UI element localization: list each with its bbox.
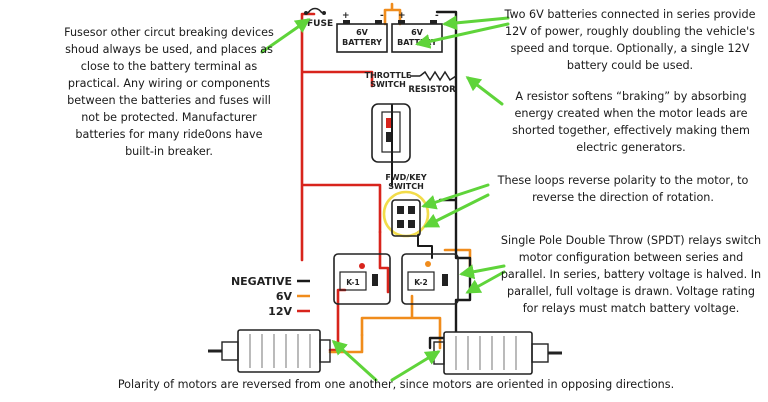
note-motors: Polarity of motors are reversed from one… <box>117 378 675 391</box>
arrow-relay-2 <box>465 270 506 294</box>
wire-6v-tap <box>383 2 402 26</box>
arrow-motor-1 <box>331 339 378 382</box>
note-batteries: Two 6V batteries connected in series pro… <box>504 8 756 72</box>
note-resistor: A resistor softens “braking” by absorbin… <box>512 90 750 154</box>
relay-k1-label: K-1 <box>346 278 360 287</box>
fuse: FUSE <box>304 7 333 29</box>
note-loops: These loops reverse polarity to the moto… <box>497 174 749 204</box>
relay-k2: K-2 <box>401 253 459 305</box>
fuse-label: FUSE <box>307 19 333 29</box>
plus-sign-1: + <box>342 11 350 21</box>
wire-negative <box>428 10 472 350</box>
minus-sign-1: - <box>380 11 384 21</box>
wire-negative-2 <box>391 104 433 259</box>
wire-12v-main <box>300 12 382 262</box>
minus-sign-2: - <box>435 11 439 21</box>
loops-highlight <box>382 190 430 238</box>
arrow-loops-2 <box>423 193 490 228</box>
note-relays: Single Pole Double Throw (SPDT) relays s… <box>500 234 762 315</box>
arrow-motor-2 <box>390 350 441 382</box>
legend: NEGATIVE 6V 12V <box>231 275 310 318</box>
relay-k2-label: K-2 <box>414 278 428 287</box>
arrow-battery-1 <box>442 15 510 31</box>
motor-left <box>208 329 331 373</box>
plus-sign-2: + <box>398 11 406 21</box>
relay-k1: K-1 <box>333 253 391 305</box>
arrow-relay-1 <box>459 264 506 280</box>
legend-negative-label: NEGATIVE <box>231 275 292 288</box>
resistor-label: RESISTOR <box>408 85 456 95</box>
arrow-loops-1 <box>421 183 490 210</box>
arrow-fuse <box>260 18 311 54</box>
legend-6v-label: 6V <box>276 290 293 303</box>
wire-12v-relay <box>328 230 390 352</box>
note-fuse: Fusesor other circut breaking devices sh… <box>64 26 274 158</box>
motor-right <box>433 331 562 375</box>
arrow-resistor <box>465 76 504 106</box>
legend-12v-label: 12V <box>268 305 292 318</box>
annotation-arrows <box>260 15 510 382</box>
resistor: RESISTOR <box>408 70 457 95</box>
arrow-battery-2 <box>415 22 510 49</box>
